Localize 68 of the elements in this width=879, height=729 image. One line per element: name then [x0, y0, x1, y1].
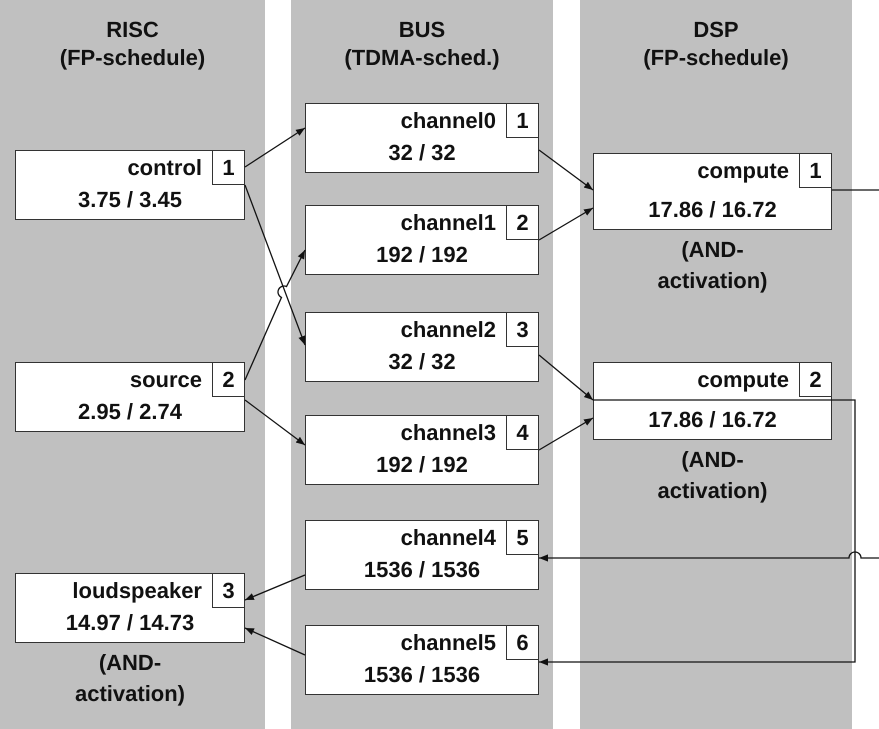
- priority-number: 3: [506, 312, 539, 347]
- task-name: loudspeaker: [72, 578, 202, 604]
- task-name: compute: [697, 367, 789, 393]
- priority-number: 1: [799, 153, 832, 188]
- arrow: [244, 127, 306, 168]
- arrow: [538, 207, 594, 241]
- priority-number: 1: [506, 103, 539, 138]
- response-time: 2.95 / 2.74: [77, 399, 183, 425]
- task-box: [15, 362, 245, 432]
- priority-number: 2: [799, 362, 832, 397]
- response-time: 192 / 192: [375, 452, 469, 478]
- response-time: 32 / 32: [387, 140, 457, 166]
- task-name: control: [127, 155, 202, 181]
- response-time: 1536 / 1536: [362, 557, 482, 583]
- column-panel: [0, 0, 265, 729]
- column-panel: [580, 0, 852, 729]
- priority-number: 2: [212, 362, 245, 397]
- response-time: 3.75 / 3.45: [77, 187, 183, 213]
- response-time: 17.86 / 16.72: [647, 197, 778, 223]
- task-name: channel4: [400, 525, 496, 551]
- task-name: source: [130, 367, 202, 393]
- activation-note: (AND- activation): [656, 446, 769, 505]
- arrow: [244, 250, 306, 380]
- task-box: [15, 573, 245, 643]
- response-time: 192 / 192: [375, 242, 469, 268]
- priority-number: 3: [212, 573, 245, 608]
- priority-number: 6: [506, 625, 539, 660]
- arrow: [539, 399, 856, 666]
- arrow: [244, 574, 306, 601]
- task-name: channel3: [400, 420, 496, 446]
- arrow: [538, 149, 594, 191]
- response-time: 14.97 / 14.73: [64, 610, 196, 636]
- activation-note: (AND- activation): [656, 236, 769, 295]
- response-time: 17.86 / 16.72: [647, 407, 778, 433]
- arrow: [538, 417, 594, 451]
- task-box: [305, 205, 539, 275]
- priority-number: 4: [506, 415, 539, 450]
- task-box: [305, 625, 539, 695]
- task-box: [593, 362, 832, 440]
- column-panel: [291, 0, 553, 729]
- task-box: [305, 520, 539, 590]
- priority-number: 5: [506, 520, 539, 555]
- column-title: RISC: [105, 17, 160, 43]
- task-box: [305, 415, 539, 485]
- activation-note: (AND- activation): [74, 649, 186, 708]
- schedule-label: (FP-schedule): [58, 45, 206, 71]
- arrow: [538, 354, 594, 400]
- task-box: [593, 153, 832, 230]
- arrow: [244, 184, 306, 346]
- arrow: [539, 552, 879, 562]
- response-time: 1536 / 1536: [362, 662, 482, 688]
- task-name: channel1: [400, 210, 496, 236]
- task-name: compute: [697, 158, 789, 184]
- priority-number: 1: [212, 150, 245, 185]
- schedule-label: (TDMA-sched.): [343, 45, 501, 71]
- column-title: BUS: [398, 17, 446, 43]
- task-name: channel0: [400, 108, 496, 134]
- task-box: [305, 103, 539, 173]
- schedule-label: (FP-schedule): [642, 45, 790, 71]
- task-name: channel2: [400, 317, 496, 343]
- arrow: [244, 627, 306, 656]
- task-box: [15, 150, 245, 220]
- response-time: 32 / 32: [387, 349, 457, 375]
- priority-number: 2: [506, 205, 539, 240]
- task-box: [305, 312, 539, 382]
- arrow: [244, 399, 306, 446]
- column-title: DSP: [692, 17, 740, 43]
- task-name: channel5: [400, 630, 496, 656]
